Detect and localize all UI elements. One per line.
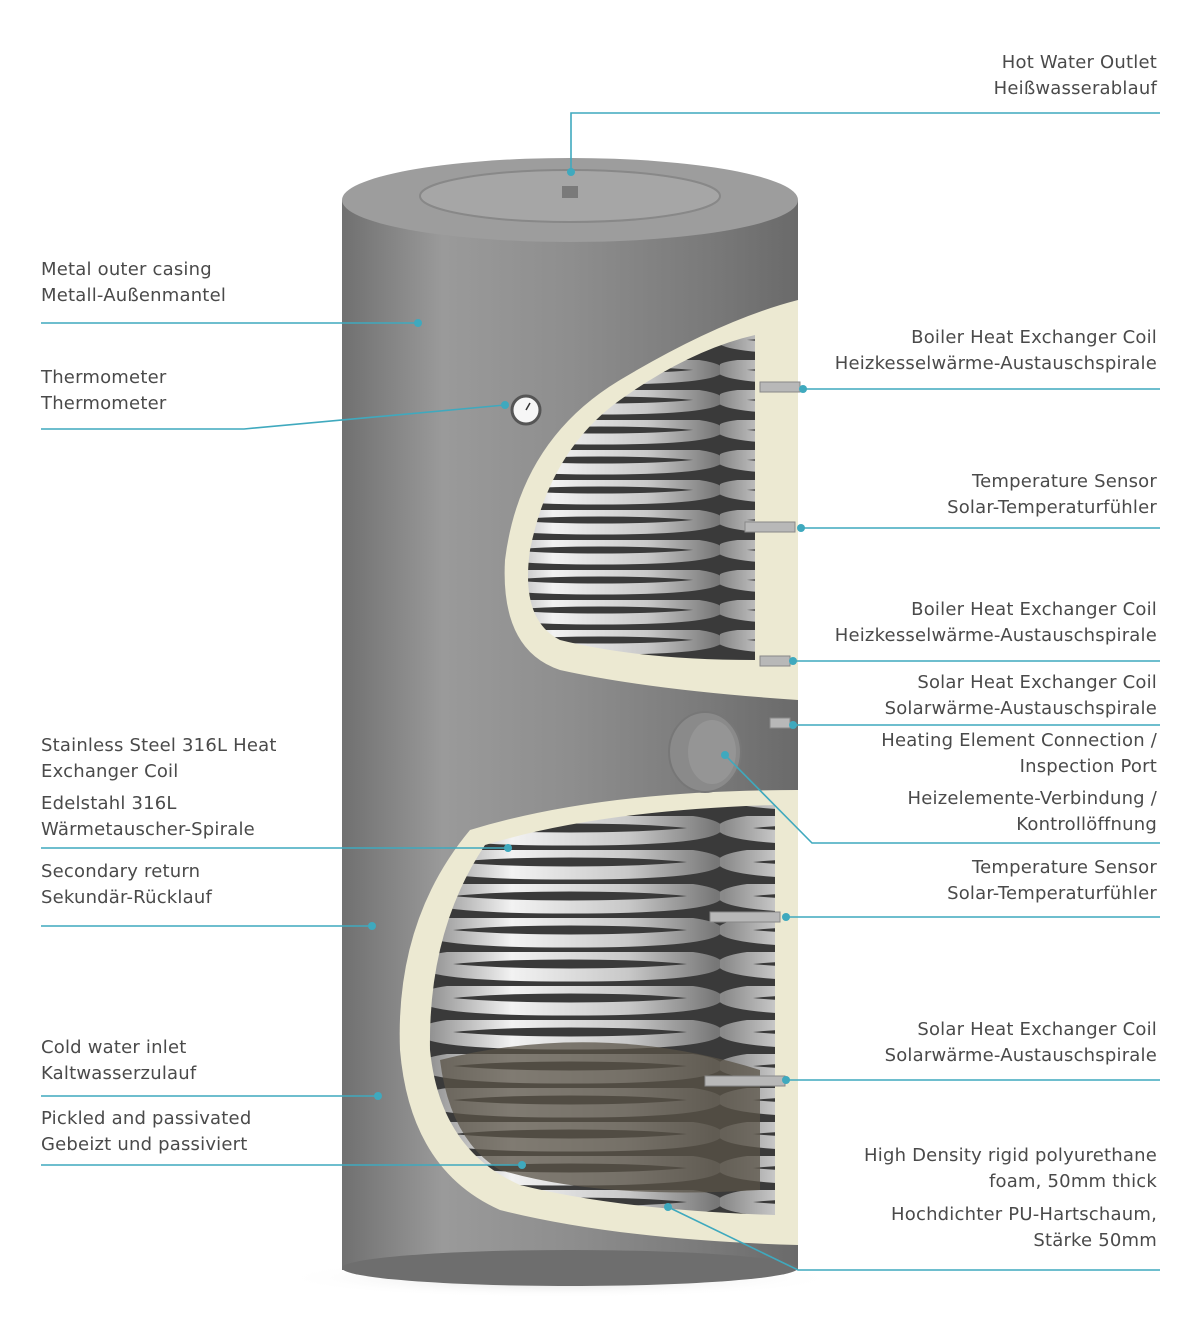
leader-thermometer xyxy=(41,404,506,430)
label-boiler-coil-2: Boiler Heat Exchanger Coil Heizkesselwär… xyxy=(834,599,1157,646)
label-pu-foam-en: High Density rigid polyurethane foam, 50… xyxy=(864,1145,1157,1192)
label-boiler-coil-1: Boiler Heat Exchanger Coil Heizkesselwär… xyxy=(834,327,1157,374)
cylinder-bottom xyxy=(342,1250,798,1286)
leader-hot-water-outlet xyxy=(570,112,1160,172)
leader-lines xyxy=(41,112,1160,1271)
label-secondary-return: Secondary return Sekundär-Rücklauf xyxy=(41,861,212,908)
outlet-nozzle xyxy=(562,186,578,198)
label-heating-element-en: Heating Element Connection / Inspection … xyxy=(881,730,1157,777)
label-hot-water-outlet: Hot Water Outlet Heißwasserablauf xyxy=(993,52,1157,99)
leader-heating-element xyxy=(724,754,1160,844)
label-stainless-coil-en: Stainless Steel 316L Heat Exchanger Coil xyxy=(41,735,277,782)
tank-bottom-dome xyxy=(440,1042,760,1193)
label-temp-sensor-2: Temperature Sensor Solar-Temperaturfühle… xyxy=(947,857,1157,904)
label-solar-coil-2: Solar Heat Exchanger Coil Solarwärme-Aus… xyxy=(884,1019,1157,1066)
label-pu-foam-de: Hochdichter PU-Hartschaum, Stärke 50mm xyxy=(891,1204,1157,1251)
upper-cutaway-inner xyxy=(528,335,755,660)
label-pickled: Pickled and passivated Gebeizt und passi… xyxy=(41,1108,252,1155)
label-stainless-coil-de: Edelstahl 316L Wärmetauscher-Spirale xyxy=(41,793,255,840)
label-heating-element-de: Heizelemente-Verbindung / Kontrollöffnun… xyxy=(907,788,1157,835)
label-cold-water-inlet: Cold water inlet Kaltwasserzulauf xyxy=(41,1037,197,1084)
leader-pu-foam xyxy=(667,1206,1160,1271)
label-thermometer: Thermometer Thermometer xyxy=(41,367,167,414)
label-temp-sensor-1: Temperature Sensor Solar-Temperaturfühle… xyxy=(947,471,1157,518)
label-metal-casing: Metal outer casing Metall-Außenmantel xyxy=(41,259,227,306)
leader-dots xyxy=(368,168,807,1211)
label-solar-coil-1: Solar Heat Exchanger Coil Solarwärme-Aus… xyxy=(884,672,1157,719)
